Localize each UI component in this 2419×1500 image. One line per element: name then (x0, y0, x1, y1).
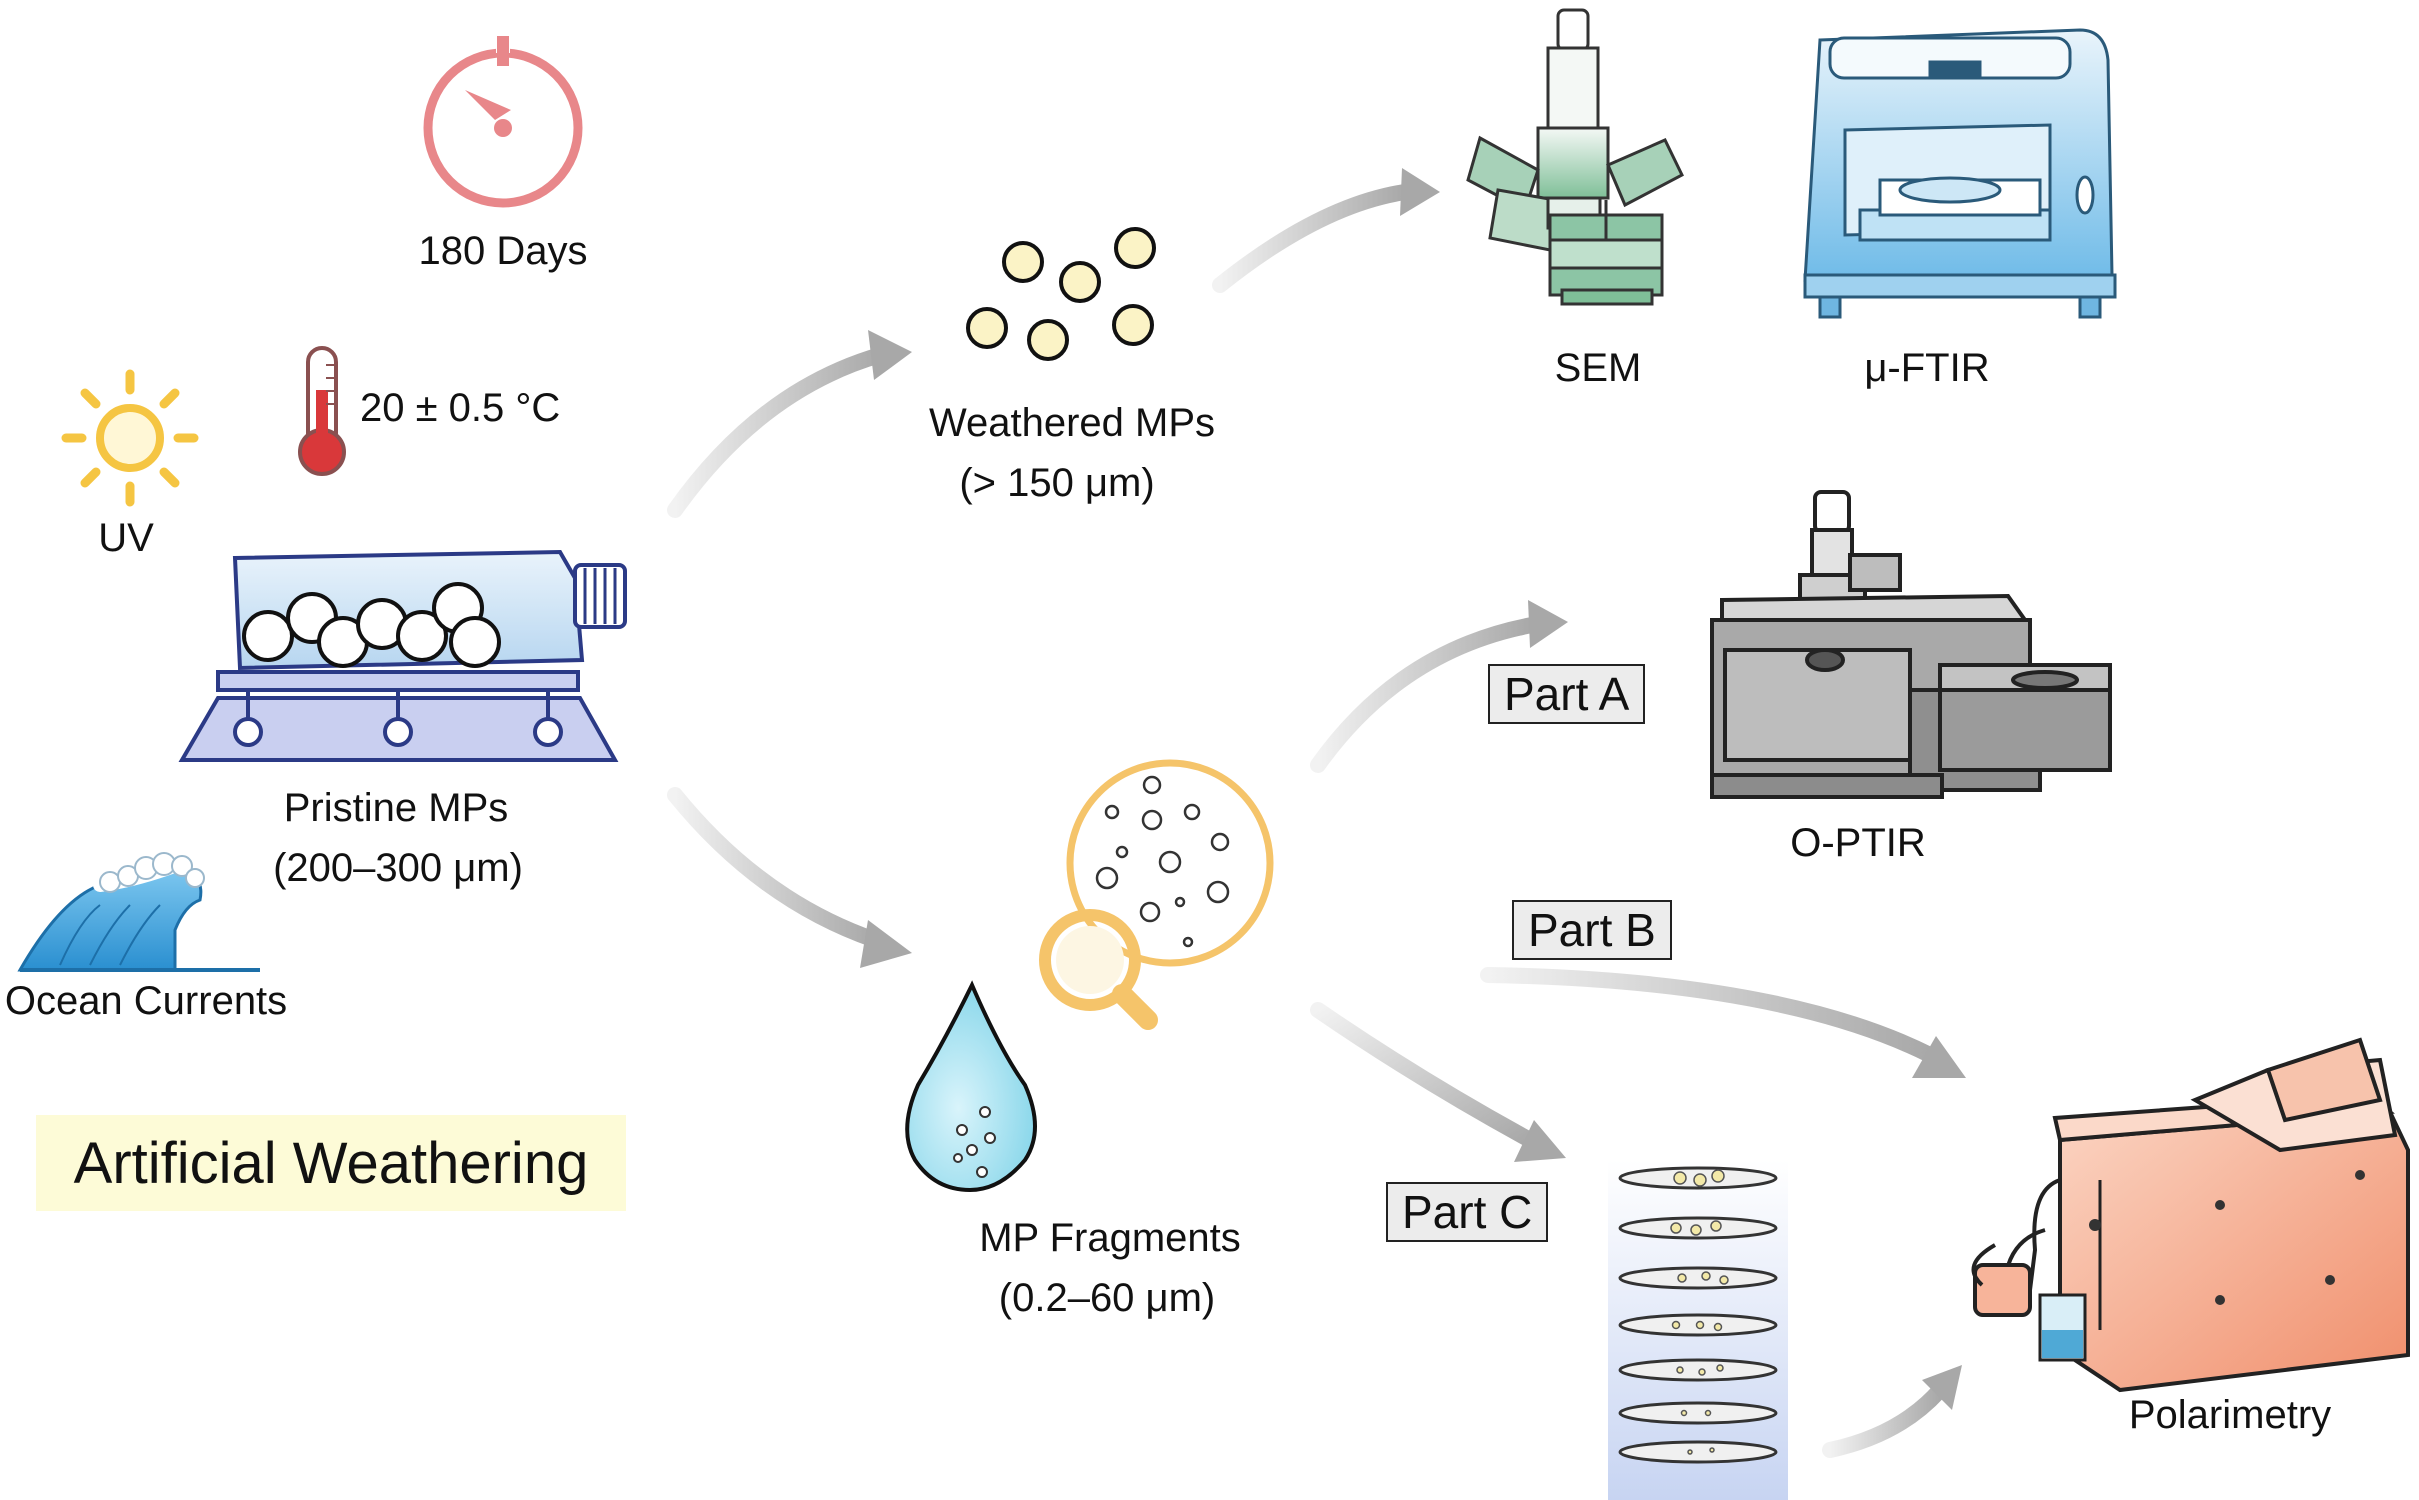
ftir-label: μ-FTIR (1864, 346, 1990, 390)
sample-plates-icon (1608, 1160, 1788, 1500)
ocean-currents-label: Ocean Currents (4, 979, 288, 1023)
pristine-name: Pristine MPs (283, 786, 509, 830)
optir-icon (1710, 490, 2112, 799)
sun-icon (61, 369, 199, 507)
fragments-size: (0.2–60 μm) (998, 1276, 1216, 1320)
pristine-size: (200–300 μm) (273, 846, 523, 890)
ftir-icon (1803, 28, 2117, 319)
fragments-name: MP Fragments (979, 1216, 1241, 1260)
arrow-to-sem (1212, 168, 1440, 293)
arrow-part-c (1310, 1002, 1566, 1162)
weathered-size: (> 150 μm) (959, 461, 1155, 505)
duration-label: 180 Days (418, 229, 588, 273)
sem-label: SEM (1554, 346, 1642, 390)
polarimetry-label: Polarimetry (2128, 1393, 2332, 1437)
arrow-to-fragments (667, 787, 912, 968)
optir-label: O-PTIR (1790, 821, 1926, 865)
arrow-part-b (1480, 967, 1966, 1078)
arrow-part-a (1310, 600, 1568, 773)
droplet-icon (905, 980, 1037, 1193)
part-a-label: Part A (1488, 664, 1646, 724)
part-b-label: Part B (1512, 900, 1672, 960)
polarimeter-icon (1971, 1037, 2410, 1393)
weathered-beads-icon (966, 227, 1156, 361)
weathered-name: Weathered MPs (928, 401, 1216, 445)
wave-icon (17, 852, 260, 972)
uv-label: UV (98, 516, 154, 560)
part-c-label: Part C (1386, 1182, 1549, 1242)
page-title: Artificial Weathering (36, 1115, 626, 1211)
shaker-flask-icon (178, 549, 627, 762)
thermometer-icon (298, 346, 346, 476)
magnifier-icon (1039, 759, 1274, 1030)
temperature-label: 20 ± 0.5 °C (360, 386, 561, 430)
arrow-plates-to-polarimetry (1822, 1365, 1962, 1458)
timer-icon (423, 36, 583, 208)
arrow-to-weathered (667, 330, 912, 518)
sem-icon (1466, 8, 1684, 306)
